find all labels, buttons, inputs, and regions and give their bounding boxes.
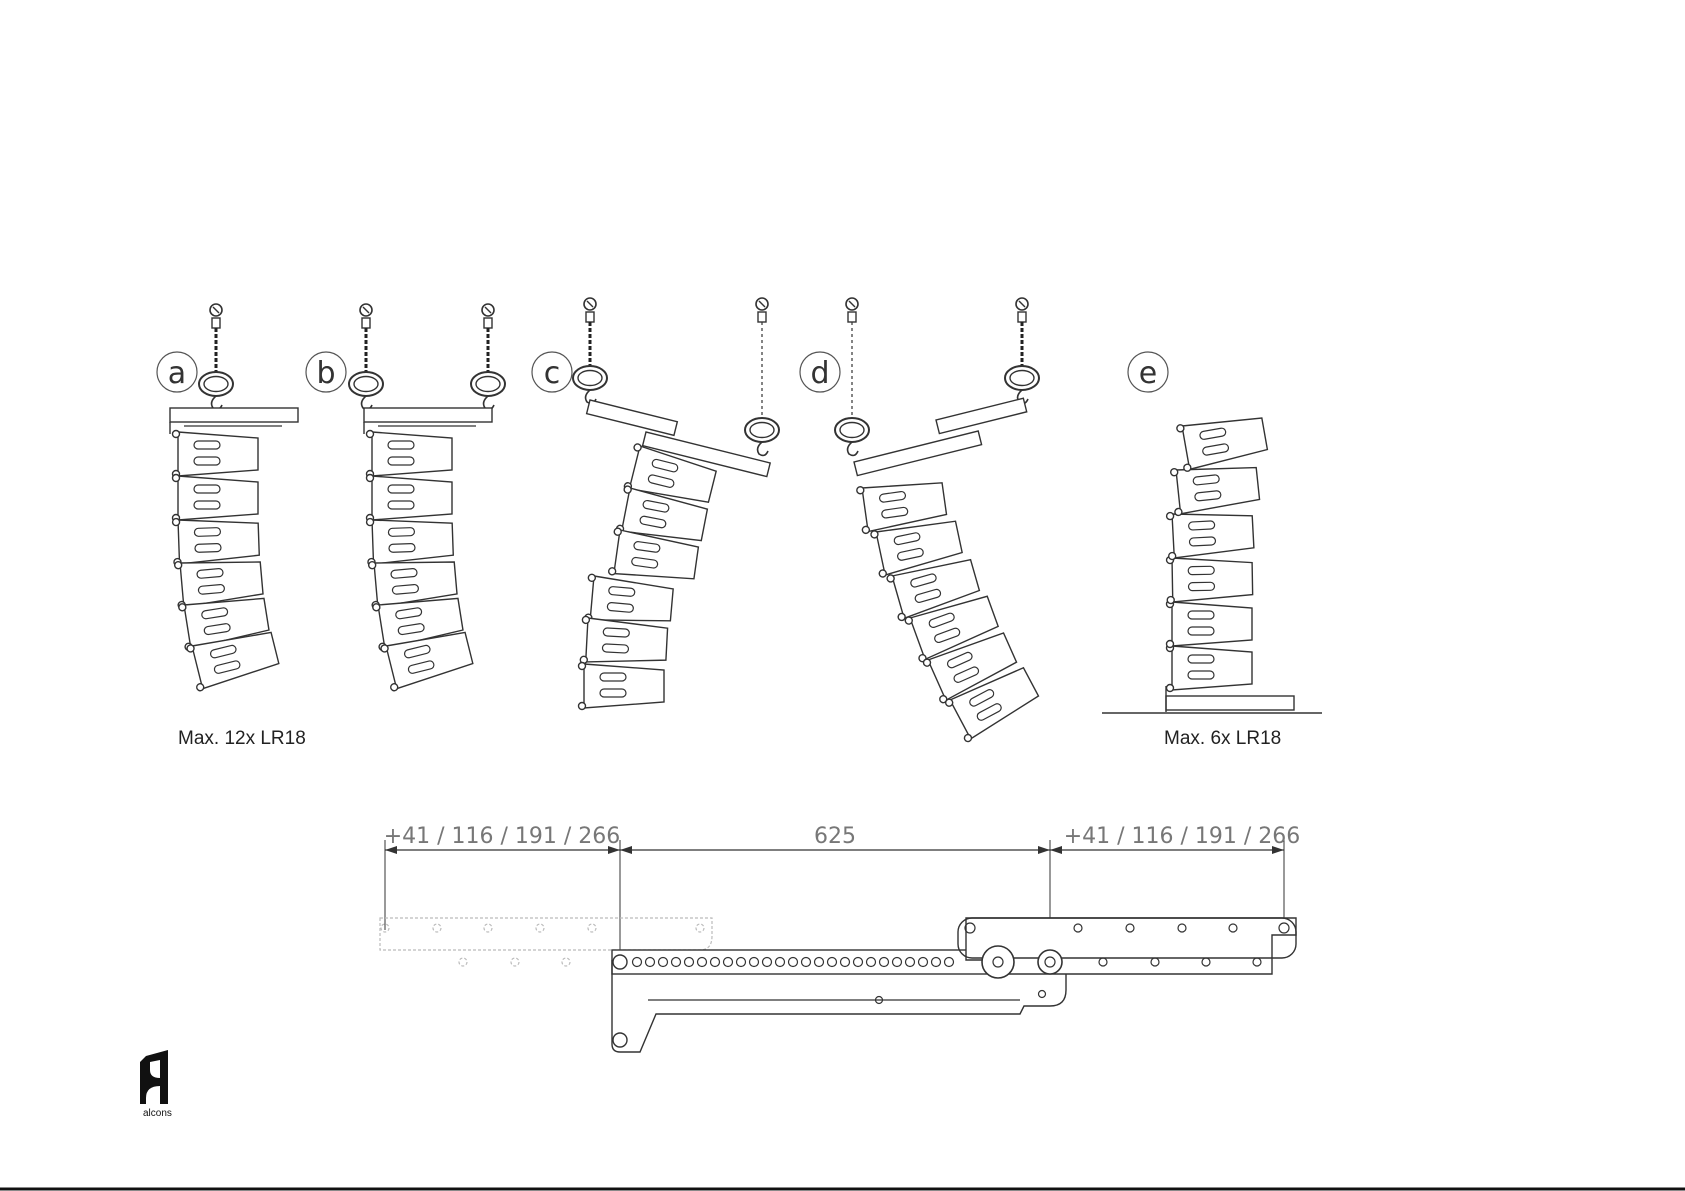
hoist-icon — [349, 304, 383, 409]
hoist-icon — [745, 298, 779, 455]
config-e-letter: e — [1139, 356, 1157, 391]
config-a: a Max. 12x LR18 — [157, 304, 306, 749]
frame-detail: +41 / 116 / 191 / 266 625 +41 / 116 / 19… — [380, 824, 1300, 1052]
logo-mark-icon — [140, 1050, 168, 1104]
logo-text: alcons — [143, 1108, 172, 1119]
dim-center-span: 625 — [814, 824, 856, 849]
config-a-letter: a — [168, 356, 186, 391]
flying-frame — [170, 408, 298, 434]
ground-frame — [1166, 686, 1294, 712]
flying-frame — [936, 398, 1027, 433]
dim-right-offsets: +41 / 116 / 191 / 266 — [1064, 824, 1301, 849]
hoist-icon — [199, 304, 233, 409]
speaker-array-c — [579, 443, 718, 709]
flying-frame — [854, 431, 982, 476]
hoist-icon — [471, 304, 505, 409]
hoist-icon — [1005, 298, 1039, 403]
config-d-letter: d — [810, 356, 829, 391]
hoist-icon — [835, 298, 869, 455]
speaker-array-a — [172, 431, 280, 692]
alcons-logo: alcons — [140, 1050, 172, 1119]
speaker-array-b — [366, 431, 474, 692]
config-c: c — [532, 298, 779, 710]
config-b: b — [306, 304, 505, 691]
flying-frame — [364, 408, 492, 434]
config-b-letter: b — [316, 356, 335, 391]
flying-frame — [587, 400, 678, 435]
extension-plate — [958, 918, 1296, 978]
hoist-icon — [573, 298, 607, 403]
config-c-letter: c — [544, 356, 561, 391]
config-d: d — [800, 298, 1042, 743]
caption-stacked-max: Max. 6x LR18 — [1164, 728, 1281, 749]
dim-left-offsets: +41 / 116 / 191 / 266 — [384, 824, 621, 849]
speaker-array-e — [1166, 411, 1268, 692]
speaker-array-d — [856, 475, 1042, 742]
config-e: e Max. 6x LR18 — [1102, 352, 1322, 749]
caption-hung-max: Max. 12x LR18 — [178, 728, 306, 749]
